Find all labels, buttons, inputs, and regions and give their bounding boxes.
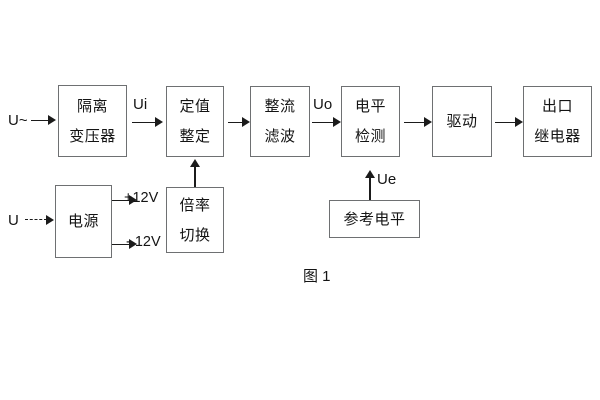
block-setting-value-line-2: 整定 — [179, 128, 211, 145]
block-reference-level-line-1: 参考电平 — [343, 210, 406, 228]
block-drive-line-1: 驱动 — [446, 113, 478, 130]
block-isolation-transformer-line-2: 变压器 — [69, 127, 116, 145]
arrow-power-supply-positive-rail — [112, 195, 137, 205]
block-power-supply: 电源 — [55, 185, 112, 258]
label-ui: Ui — [133, 96, 148, 113]
block-output-relay-line-2: 继电器 — [534, 128, 581, 145]
block-rectify-filter-line-1: 整流 — [264, 98, 296, 115]
block-setting-value: 定值 整定 — [166, 86, 224, 157]
label-ac-input: U~ — [8, 112, 28, 129]
block-isolation-transformer: 隔离 变压器 — [58, 85, 127, 157]
block-multiplier-switch-line-1: 倍率 — [179, 196, 211, 214]
block-level-detection-line-1: 电平 — [354, 98, 386, 115]
block-reference-level: 参考电平 — [329, 200, 420, 238]
label-ue: Ue — [377, 171, 397, 188]
block-level-detection-line-2: 检测 — [354, 128, 386, 145]
arrow-power-supply-negative-rail — [112, 239, 137, 249]
block-multiplier-switch: 倍率 切换 — [166, 187, 224, 253]
block-power-supply-line-1: 电源 — [67, 213, 99, 230]
arrow-setting-value-to-rectify-filter — [228, 117, 250, 127]
label-rail-positive: +12V — [124, 190, 159, 206]
block-rectify-filter: 整流 滤波 — [250, 86, 310, 157]
label-dc-input: U — [8, 212, 19, 229]
block-level-detection: 电平 检测 — [341, 86, 400, 157]
label-uo: Uo — [313, 96, 333, 113]
arrow-rectify-filter-to-level-detection — [312, 117, 342, 127]
block-setting-value-line-1: 定值 — [179, 98, 211, 115]
arrow-isolation-transformer-to-setting-value — [132, 117, 164, 127]
arrow-level-detection-to-drive — [404, 117, 432, 127]
block-rectify-filter-line-2: 滤波 — [264, 128, 296, 145]
arrow-drive-to-output-relay — [495, 117, 523, 127]
block-multiplier-switch-line-2: 切换 — [179, 226, 211, 244]
arrow-multiplier-switch-to-setting-value — [190, 159, 200, 187]
label-rail-negative: - 12V — [126, 234, 161, 250]
block-output-relay-line-1: 出口 — [541, 98, 573, 115]
figure-caption: 图 1 — [303, 268, 331, 285]
arrow-ac-input-to-isolation-transformer — [31, 115, 56, 125]
block-isolation-transformer-line-1: 隔离 — [76, 97, 108, 115]
arrow-dc-input-to-power-supply — [25, 215, 55, 225]
block-drive: 驱动 — [432, 86, 492, 157]
arrow-reference-level-to-level-detection — [365, 170, 375, 200]
block-output-relay: 出口 继电器 — [523, 86, 592, 157]
